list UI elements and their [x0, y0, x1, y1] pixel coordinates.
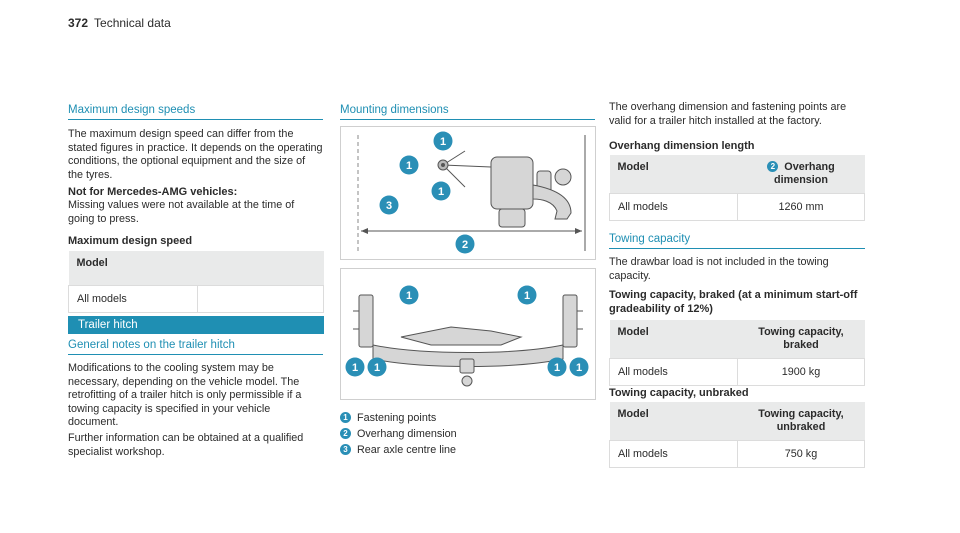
callout-1: 1 [547, 357, 567, 382]
side-view-figure: 1 1 1 3 2 [340, 126, 596, 260]
towing-intro: The drawbar load is not included in the … [609, 256, 829, 282]
towing-capacity-heading: Towing capacity [609, 233, 691, 245]
general-notes-p2: Further information can be obtained at a… [68, 432, 304, 458]
table-header: Model [609, 155, 738, 194]
table-header: Model [609, 402, 738, 441]
mounting-dimensions-heading: Mounting dimensions [340, 104, 449, 116]
table-cell: 1260 mm [737, 193, 865, 221]
max-speeds-heading: Maximum design speeds [68, 104, 196, 116]
table-header: Model [609, 320, 738, 359]
overhang-table-title: Overhang dimension length [609, 140, 755, 152]
table-header: Towing capacity, unbraked [737, 402, 865, 441]
table-cell: 1900 kg [737, 358, 865, 386]
callout-1: 1 [367, 357, 387, 382]
braked-table: Model Towing capacity, braked All models… [609, 320, 865, 386]
braked-table-title: Towing capacity, braked (at a minimum st… [609, 289, 858, 315]
side-view-diagram [357, 135, 586, 251]
rear-view-figure: 1 1 1 1 1 1 [340, 268, 596, 400]
svg-text:1: 1 [374, 362, 380, 374]
max-speed-table-title: Maximum design speed [68, 235, 193, 247]
svg-text:1: 1 [406, 160, 412, 172]
rear-view-diagram [353, 294, 583, 387]
svg-text:1: 1 [554, 362, 560, 374]
max-speed-table: Model All models [68, 251, 324, 313]
svg-text:1: 1 [440, 136, 446, 148]
table-cell: All models [609, 440, 738, 468]
overhang-header-label: Overhang dimension [774, 161, 835, 186]
table-cell: All models [68, 285, 198, 313]
page-number: 372 [68, 16, 89, 30]
svg-text:1: 1 [352, 362, 358, 374]
svg-text:2: 2 [462, 239, 468, 251]
section-name: Technical data [94, 16, 171, 30]
overhang-intro: The overhang dimension and fastening poi… [609, 101, 847, 127]
page-header: 372 Technical data [68, 16, 171, 30]
legend-number: 3 [340, 444, 351, 455]
max-speeds-intro: The maximum design speed can differ from… [68, 128, 323, 181]
legend-number: 2 [340, 428, 351, 439]
divider [340, 119, 595, 120]
svg-text:1: 1 [438, 186, 444, 198]
table-header: Model [68, 251, 324, 286]
callout-1: 1 [517, 285, 537, 310]
callout-1: 1 [345, 357, 365, 382]
trailer-hitch-band: Trailer hitch [68, 316, 324, 334]
legend-number: 1 [340, 412, 351, 423]
table-cell [197, 285, 324, 313]
callout-2: 2 [455, 234, 475, 259]
svg-text:3: 3 [386, 200, 392, 212]
callout-1: 1 [569, 357, 589, 382]
callout-3: 3 [379, 195, 399, 220]
legend-item: 3 Rear axle centre line [340, 442, 457, 458]
callout-1: 1 [433, 131, 453, 156]
table-cell: All models [609, 193, 738, 221]
unbraked-table-title: Towing capacity, unbraked [609, 387, 749, 399]
callout-1: 1 [399, 285, 419, 310]
divider [68, 119, 323, 120]
legend-text: Fastening points [357, 412, 437, 424]
table-cell: All models [609, 358, 738, 386]
svg-text:1: 1 [524, 290, 530, 302]
legend-item: 2 Overhang dimension [340, 426, 457, 442]
legend-item: 1 Fastening points [340, 410, 457, 426]
table-header: Towing capacity, braked [737, 320, 865, 359]
amg-note-title: Not for Mercedes-AMG vehicles: [68, 186, 238, 198]
amg-note-text: Missing values were not available at the… [68, 199, 295, 225]
divider [609, 248, 865, 249]
legend-text: Rear axle centre line [357, 444, 457, 456]
general-notes-heading: General notes on the trailer hitch [68, 339, 235, 351]
callout-2-icon: 2 [767, 161, 779, 172]
divider [68, 354, 323, 355]
legend-text: Overhang dimension [357, 428, 457, 440]
unbraked-table: Model Towing capacity, unbraked All mode… [609, 402, 865, 468]
table-cell: 750 kg [737, 440, 865, 468]
callout-1: 1 [399, 155, 419, 180]
callout-1: 1 [431, 181, 451, 206]
general-notes-p1: Modifications to the cooling system may … [68, 362, 302, 429]
svg-text:1: 1 [406, 290, 412, 302]
svg-text:1: 1 [576, 362, 582, 374]
